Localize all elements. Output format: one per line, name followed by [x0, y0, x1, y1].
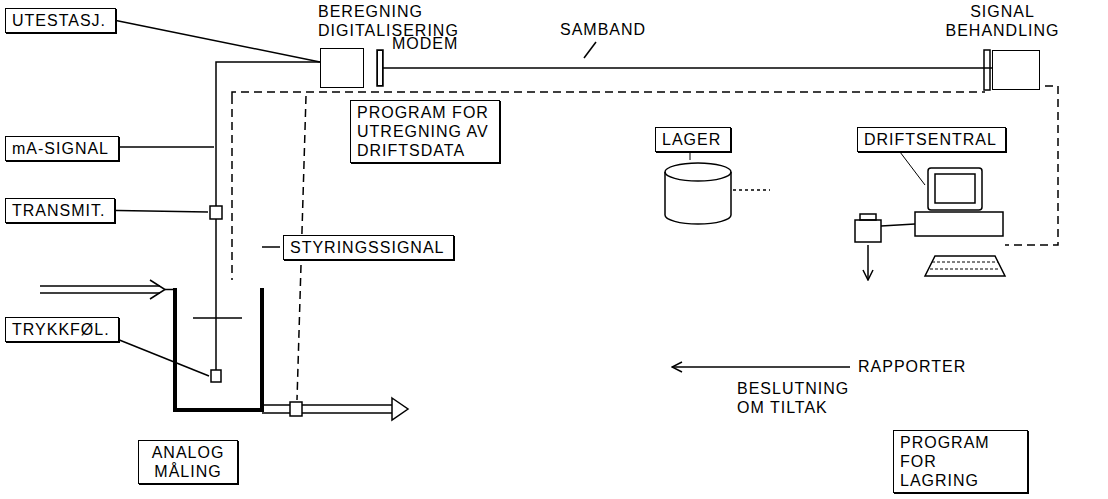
inlet-pipe: [150, 280, 165, 299]
tank: [175, 288, 262, 410]
valve: [290, 402, 302, 416]
modem-box: MODEM: [386, 34, 466, 89]
illustration: [40, 42, 1058, 420]
control-path: [232, 92, 985, 96]
inlet-pipe: [165, 289, 175, 291]
transmitter-label: TRANSMIT.: [5, 198, 115, 223]
printer: [860, 214, 876, 220]
station-label: UTESTASJ.: [5, 8, 116, 33]
storage-cylinder: [665, 172, 731, 224]
connector-line: [383, 67, 992, 69]
outlet-pipe: [262, 398, 408, 420]
control-label: STYRINGSSIGNAL: [283, 235, 454, 260]
label-text: LAGER: [662, 130, 724, 149]
storage-cylinder: [733, 189, 770, 191]
decision-label: BESLUTNING OM TILTAK: [735, 379, 864, 417]
control-path: [232, 86, 1058, 400]
signal-label: mA-SIGNAL: [5, 136, 119, 161]
program-box: PROGRAM FOR LAGRING: [893, 430, 1028, 493]
link-label: SAMBAND: [558, 20, 648, 39]
computer: [935, 174, 975, 203]
printer: [855, 214, 915, 280]
heading-text: MODEM: [392, 34, 472, 53]
computer: [915, 168, 1005, 276]
storage-cylinder: [665, 163, 770, 224]
label-text: STYRINGSSIGNAL: [290, 238, 447, 257]
heading-text: SIGNAL BEHANDLING: [940, 2, 1065, 40]
computer: [915, 212, 1003, 236]
sensor-label: TRYKKFØL.: [5, 317, 119, 342]
outlet-pipe: [262, 404, 392, 406]
label-text: TRANSMIT.: [12, 201, 108, 220]
compute-box-outline: [320, 48, 364, 88]
program-box: PROGRAM FOR UTREGNING AV DRIFTSDATA: [350, 100, 500, 163]
leader-line: [690, 152, 691, 160]
signal-box: SIGNAL BEHANDLING: [940, 2, 1065, 92]
pressure-sensor: [211, 370, 221, 382]
signal-bar: [984, 50, 990, 90]
label-text: TRYKKFØL.: [12, 320, 112, 339]
label-text: ANALOG MÅLING: [145, 443, 231, 481]
storage-label: LAGER: [655, 127, 731, 152]
modem-bar: [377, 50, 383, 86]
inlet-pipe: [40, 285, 160, 287]
leader-line: [262, 246, 280, 248]
label-text: PROGRAM FOR UTREGNING AV DRIFTSDATA: [357, 103, 493, 160]
computer: [930, 262, 1000, 269]
control-path: [1005, 86, 1058, 245]
outlet-pipe: [392, 398, 408, 420]
modem-box-outline: [377, 50, 383, 86]
outlet-pipe: [262, 412, 392, 414]
printer: [867, 245, 869, 280]
decision-arrow: [672, 366, 850, 368]
label-text: UTESTASJ.: [12, 11, 109, 30]
signal-wire: [216, 62, 320, 375]
printer: [855, 220, 881, 242]
label-text: PROGRAM FOR LAGRING: [900, 433, 1021, 490]
computer: [928, 168, 982, 210]
printer: [881, 224, 915, 226]
heading-text: BEREGNING DIGITALISERING: [318, 2, 468, 40]
label-text: mA-SIGNAL: [12, 139, 112, 158]
inlet-pipe: [40, 280, 175, 299]
leader-line: [231, 96, 233, 280]
measurement-label: ANALOG MÅLING: [138, 440, 238, 484]
label-text: DRIFTSENTRAL: [864, 130, 999, 149]
leader-line: [584, 42, 596, 58]
signal-box-outline: [992, 50, 1040, 90]
inlet-pipe: [40, 292, 160, 294]
transmitter: [210, 206, 222, 219]
operations-label: DRIFTSENTRAL: [857, 127, 1006, 152]
report-label: RAPPORTER: [856, 357, 968, 376]
leader-line: [900, 152, 925, 185]
water-level: [193, 317, 242, 319]
computer: [925, 256, 1005, 276]
storage-cylinder: [665, 163, 731, 181]
connector-line: [116, 21, 320, 63]
